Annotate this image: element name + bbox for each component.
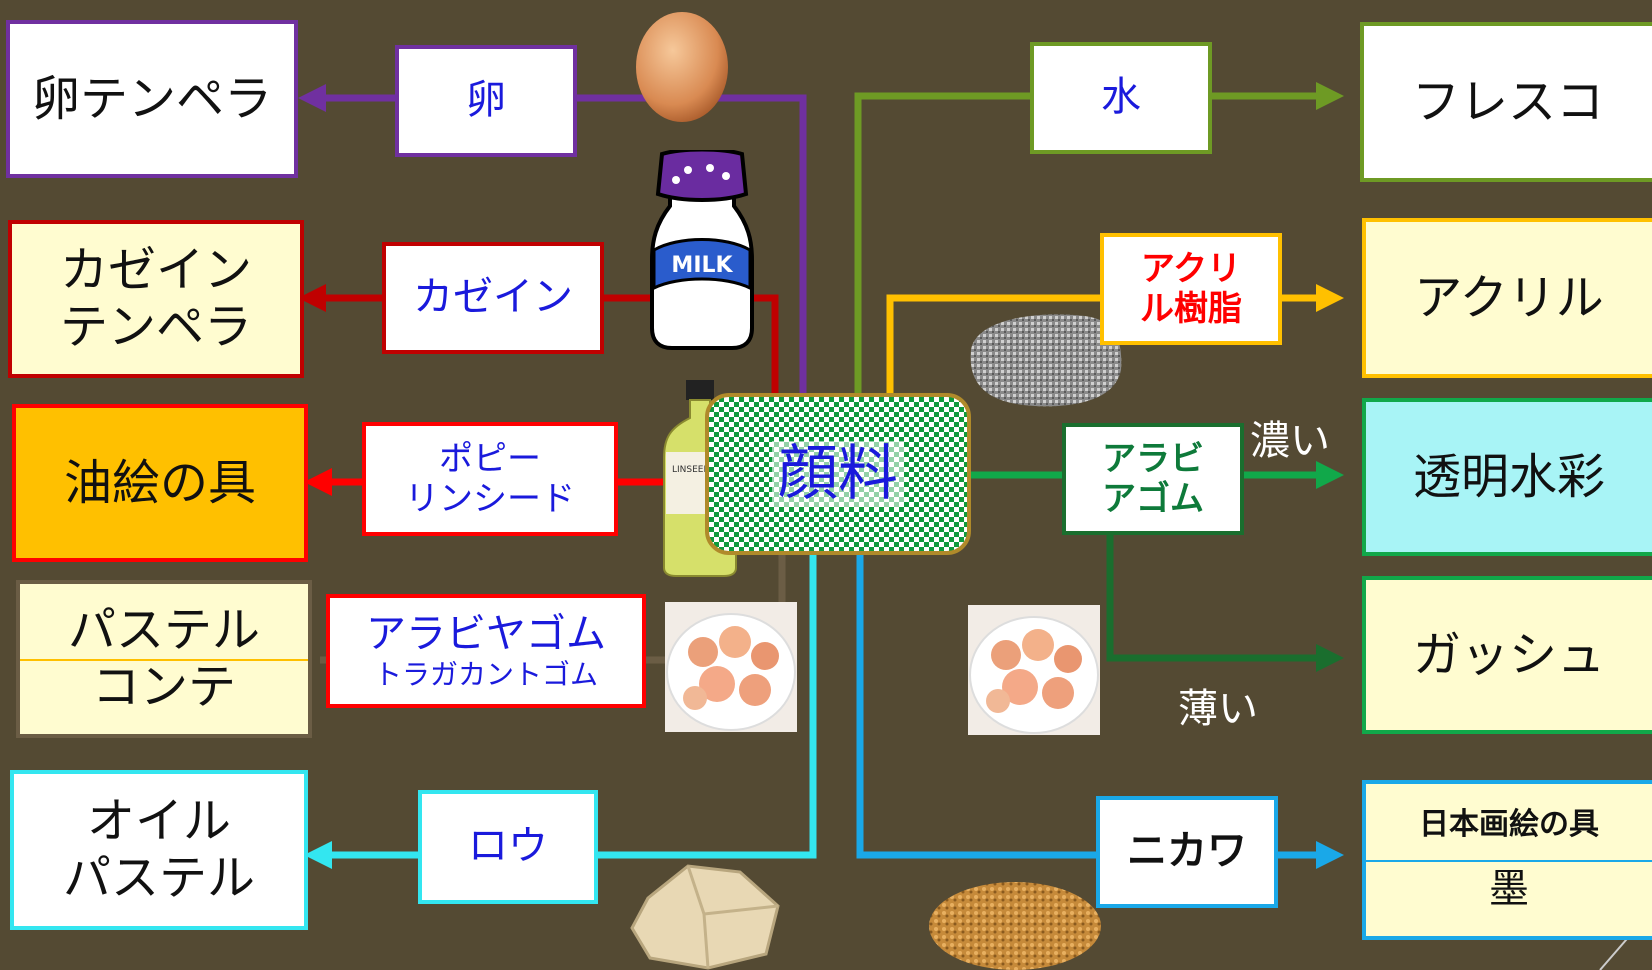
arabic-gum-image-left — [665, 602, 797, 732]
oil-pastel-label-line1: オイル — [86, 793, 231, 850]
water-binder-box: 水 — [1030, 42, 1212, 154]
watercolor-box: 透明水彩 — [1362, 398, 1652, 556]
oil-pastel-label-line2: パステル — [62, 850, 255, 906]
egg-image — [636, 12, 728, 122]
gouache-box: ガッシュ — [1362, 576, 1652, 734]
casein-binder-box: カゼイン — [382, 242, 604, 354]
arabic-gum-image-right — [968, 605, 1100, 735]
poppy-binder-label-line1: ポピー — [439, 438, 541, 479]
arabic-binder-label-line2: トラガカントゴム — [373, 658, 598, 692]
nihonga-divider — [1366, 860, 1652, 862]
wax-image — [630, 864, 780, 970]
arabic-binder-label-line1: アラビヤゴム — [366, 610, 606, 657]
acrylic-box: アクリル — [1362, 218, 1652, 378]
nikawa-binder-box: ニカワ — [1096, 796, 1278, 908]
acrylic-binder-label-line2: ル樹脂 — [1140, 289, 1242, 329]
oil-label: LINSEED OIL — [672, 465, 728, 475]
fresco-box: フレスコ — [1360, 22, 1652, 182]
conte-label: コンテ — [91, 659, 236, 715]
wax-binder-box: ロウ — [418, 790, 598, 904]
egg-binder-box: 卵 — [395, 45, 577, 157]
wax-binder-label: ロウ — [468, 823, 548, 870]
fresco-label: フレスコ — [1411, 73, 1604, 130]
acrylic-label: アクリル — [1414, 269, 1604, 326]
casein-tempera-box: カゼイン テンペラ — [8, 220, 304, 378]
sumi-label: 墨 — [1489, 866, 1529, 913]
arabic-gum-binder-box: アラビ アゴム — [1062, 423, 1244, 535]
thick-note: 濃い — [1250, 418, 1330, 464]
pastel-divider — [20, 659, 308, 661]
nihonga-sumi-box: 日本画絵の具 墨 — [1362, 780, 1652, 940]
casein-binder-label: カゼイン — [413, 274, 573, 321]
oil-pastel-box: オイル パステル — [10, 770, 308, 930]
oil-paint-box: 油絵の具 — [12, 404, 308, 562]
nikawa-binder-label: ニカワ — [1127, 828, 1247, 875]
egg-tempera-box: 卵テンペラ — [6, 20, 298, 178]
casein-tempera-label-line1: カゼイン — [59, 242, 252, 299]
pigment-label: 顔料 — [772, 441, 904, 507]
oil-paint-label: 油絵の具 — [63, 454, 256, 511]
gouache-label: ガッシュ — [1412, 626, 1605, 683]
acrylic-binder-label-line1: アクリ — [1140, 248, 1242, 289]
arabic-gum-binder-label-line2: アゴム — [1102, 479, 1204, 519]
poppy-binder-label-line2: リンシード — [405, 479, 575, 519]
milk-label: MILK — [671, 253, 733, 278]
watercolor-label: 透明水彩 — [1412, 448, 1605, 505]
arabic-gum-binder-label-line1: アラビ — [1102, 438, 1204, 479]
casein-tempera-label-line2: テンペラ — [59, 299, 252, 355]
milk-bottle-image: MILK — [650, 150, 754, 350]
acrylic-resin-image — [970, 314, 1122, 407]
egg-binder-label: 卵 — [466, 77, 506, 124]
thin-note: 薄い — [1178, 686, 1258, 732]
pastel-conte-box: パステル コンテ — [16, 580, 312, 738]
acrylic-binder-box: アクリ ル樹脂 — [1100, 233, 1282, 345]
water-binder-label: 水 — [1101, 74, 1141, 121]
arabic-binder-box: アラビヤゴム トラガカントゴム — [326, 594, 646, 708]
gouache-connector — [1106, 530, 1344, 672]
nikawa-image — [929, 882, 1101, 970]
pastel-label: パステル — [67, 602, 260, 659]
poppy-binder-box: ポピー リンシード — [362, 422, 618, 536]
pigment-box: 顔料 — [705, 393, 971, 555]
egg-tempera-label: 卵テンペラ — [31, 70, 272, 127]
nihonga-label: 日本画絵の具 — [1419, 806, 1599, 842]
